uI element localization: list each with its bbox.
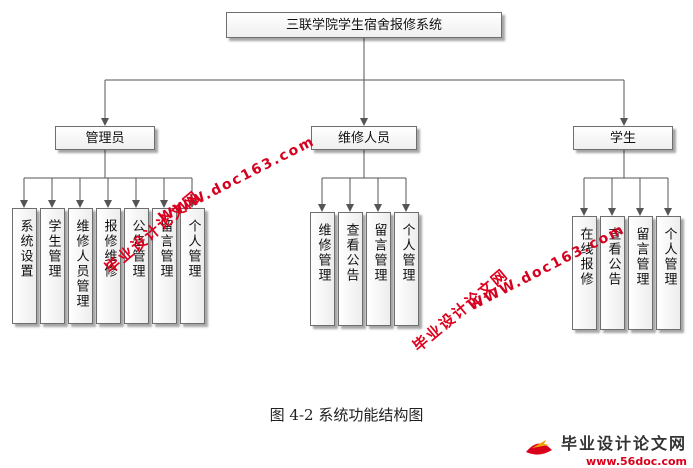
figure-caption: 图 4-2 系统功能结构图 [269, 406, 424, 424]
leaf-node: 报修维修 [96, 208, 121, 324]
leaf-node: 个人管理 [656, 216, 681, 330]
branch-label: 维修人员 [337, 130, 390, 146]
leaf-label: 个人管理 [185, 219, 201, 279]
leaf-label: 学生管理 [45, 219, 61, 279]
leaf-label: 维修人员管理 [73, 219, 89, 309]
leaf-node: 维修管理 [310, 212, 335, 326]
leaf-label: 留言管理 [157, 219, 173, 279]
site-logo: 毕业设计论文网 www.56doc.com [525, 430, 687, 468]
logo-icon [525, 440, 552, 455]
leaf-label: 系统设置 [17, 219, 33, 279]
leaf-node: 个人管理 [180, 208, 205, 324]
leaf-node: 公告管理 [124, 208, 149, 324]
leaf-label: 报修维修 [101, 219, 117, 279]
leaf-label: 在线报修 [577, 227, 593, 287]
branch-node-maintenance: 维修人员 [311, 126, 417, 150]
branch-node-admin: 管理员 [55, 126, 155, 150]
root-label: 三联学院学生宿舍报修系统 [285, 17, 442, 33]
leaf-label: 个人管理 [399, 223, 415, 283]
leaf-label: 维修管理 [315, 223, 331, 283]
leaf-node: 学生管理 [40, 208, 65, 324]
leaf-label: 个人管理 [661, 227, 677, 287]
leaf-node: 维修人员管理 [68, 208, 93, 324]
leaf-label: 留言管理 [633, 227, 649, 287]
leaf-node: 个人管理 [394, 212, 419, 326]
logo-text: 毕业设计论文网 [560, 434, 687, 453]
logo-url: www.56doc.com [586, 455, 687, 468]
branch-label: 学生 [609, 130, 636, 146]
leaf-label: 查看公告 [343, 223, 359, 283]
branch-node-student: 学生 [573, 126, 673, 150]
leaf-label: 留言管理 [371, 223, 387, 283]
leaf-node: 留言管理 [628, 216, 653, 330]
leaf-label: 公告管理 [129, 219, 145, 279]
root-node: 三联学院学生宿舍报修系统 [226, 12, 502, 38]
leaf-label: 查看公告 [605, 227, 621, 287]
leaf-node: 留言管理 [152, 208, 177, 324]
leaf-node: 系统设置 [12, 208, 37, 324]
branch-label: 管理员 [85, 130, 125, 146]
leaf-node: 查看公告 [600, 216, 625, 330]
leaf-node: 留言管理 [366, 212, 391, 326]
leaf-node: 在线报修 [572, 216, 597, 330]
leaf-node: 查看公告 [338, 212, 363, 326]
